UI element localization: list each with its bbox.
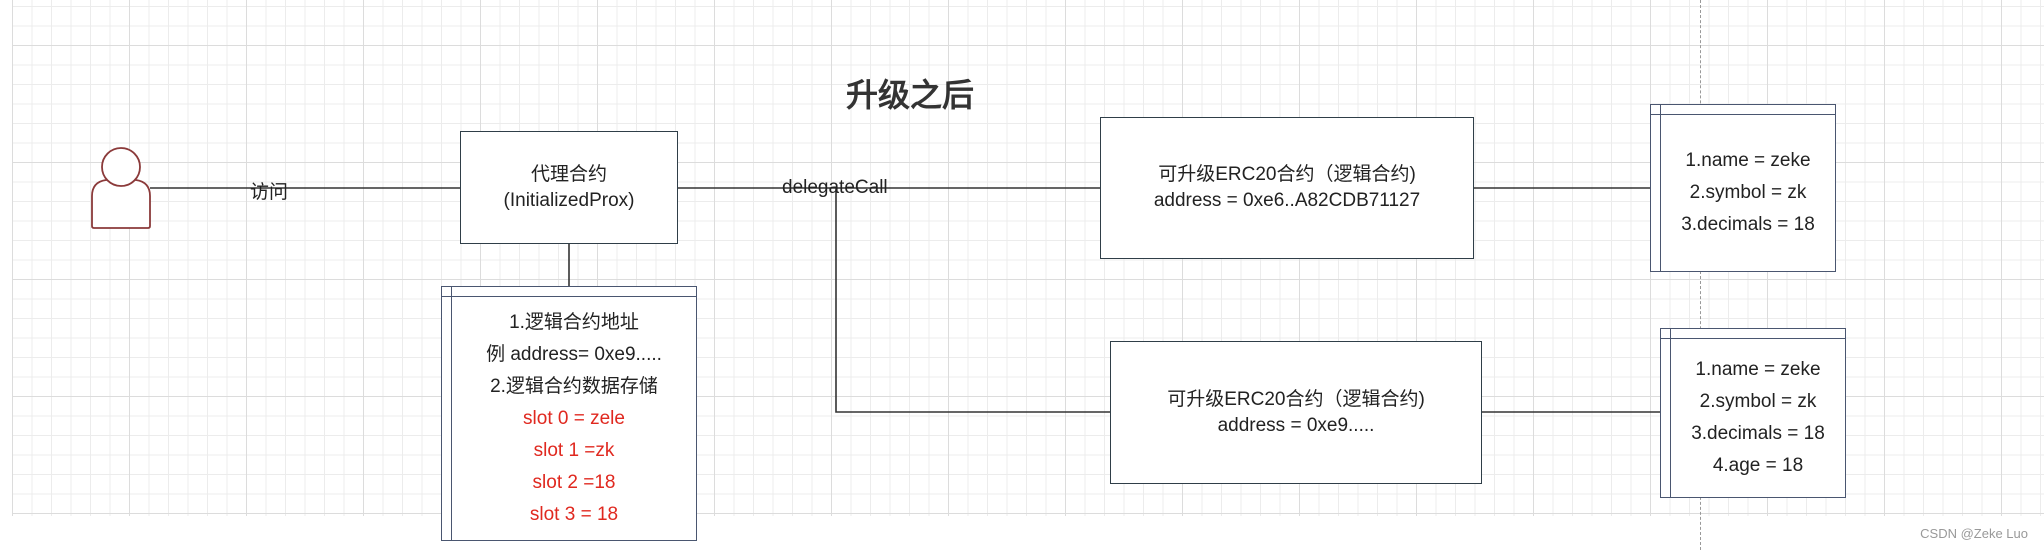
storage-v1-row: 3.decimals = 18 xyxy=(1681,214,1815,235)
dashed-guide-line xyxy=(1700,0,1701,550)
logic-contract-v2-box[interactable]: 可升级ERC20合约（逻辑合约) address = 0xe9..... xyxy=(1110,341,1482,484)
proxy-storage-table[interactable]: 1.逻辑合约地址 例 address= 0xe9..... 2.逻辑合约数据存储… xyxy=(441,286,697,541)
proxy-storage-line: 2.逻辑合约数据存储 xyxy=(490,375,658,397)
proxy-storage-line: 例 address= 0xe9..... xyxy=(486,343,662,365)
storage-v2-row: 3.decimals = 18 xyxy=(1691,423,1825,444)
storage-v2-row: 1.name = zeke xyxy=(1695,359,1821,380)
proxy-contract-box[interactable]: 代理合约 (InitializedProx) xyxy=(460,131,678,244)
proxy-logic-v2-connector xyxy=(835,188,1110,413)
logic-v1-title: 可升级ERC20合约（逻辑合约) xyxy=(1158,164,1416,185)
storage-v2-row: 2.symbol = zk xyxy=(1699,391,1817,412)
access-edge-label: 访问 xyxy=(250,182,289,203)
logic-v1-address: address = 0xe6..A82CDB71127 xyxy=(1153,190,1421,211)
logic-contract-v1-box[interactable]: 可升级ERC20合约（逻辑合约) address = 0xe6..A82CDB7… xyxy=(1100,117,1474,259)
storage-v1-row: 2.symbol = zk xyxy=(1689,182,1807,203)
proxy-storage-line: 1.逻辑合约地址 xyxy=(509,311,639,333)
logic-v2-title: 可升级ERC20合约（逻辑合约) xyxy=(1167,388,1425,410)
storage-v2-table[interactable]: 1.name = zeke 2.symbol = zk 3.decimals =… xyxy=(1660,328,1846,498)
storage-v1-row: 1.name = zeke xyxy=(1685,150,1811,171)
proxy-subtitle: (InitializedProx) xyxy=(503,189,635,211)
proxy-title: 代理合约 xyxy=(530,163,607,185)
watermark: CSDN @Zeke Luo xyxy=(1920,526,2028,541)
logic-v2-address: address = 0xe9..... xyxy=(1217,414,1375,436)
user-icon xyxy=(91,147,151,229)
storage-v2-row: 4.age = 18 xyxy=(1712,455,1804,476)
storage-v1-table[interactable]: 1.name = zeke 2.symbol = zk 3.decimals =… xyxy=(1650,104,1836,272)
slot-row: slot 0 = zele xyxy=(523,407,625,429)
slot-row: slot 2 =18 xyxy=(532,471,616,493)
slot-row: slot 1 =zk xyxy=(533,439,615,461)
delegatecall-edge-label: delegateCall xyxy=(782,177,888,198)
slot-row: slot 3 = 18 xyxy=(529,503,619,525)
diagram-title: 升级之后 xyxy=(845,77,974,113)
